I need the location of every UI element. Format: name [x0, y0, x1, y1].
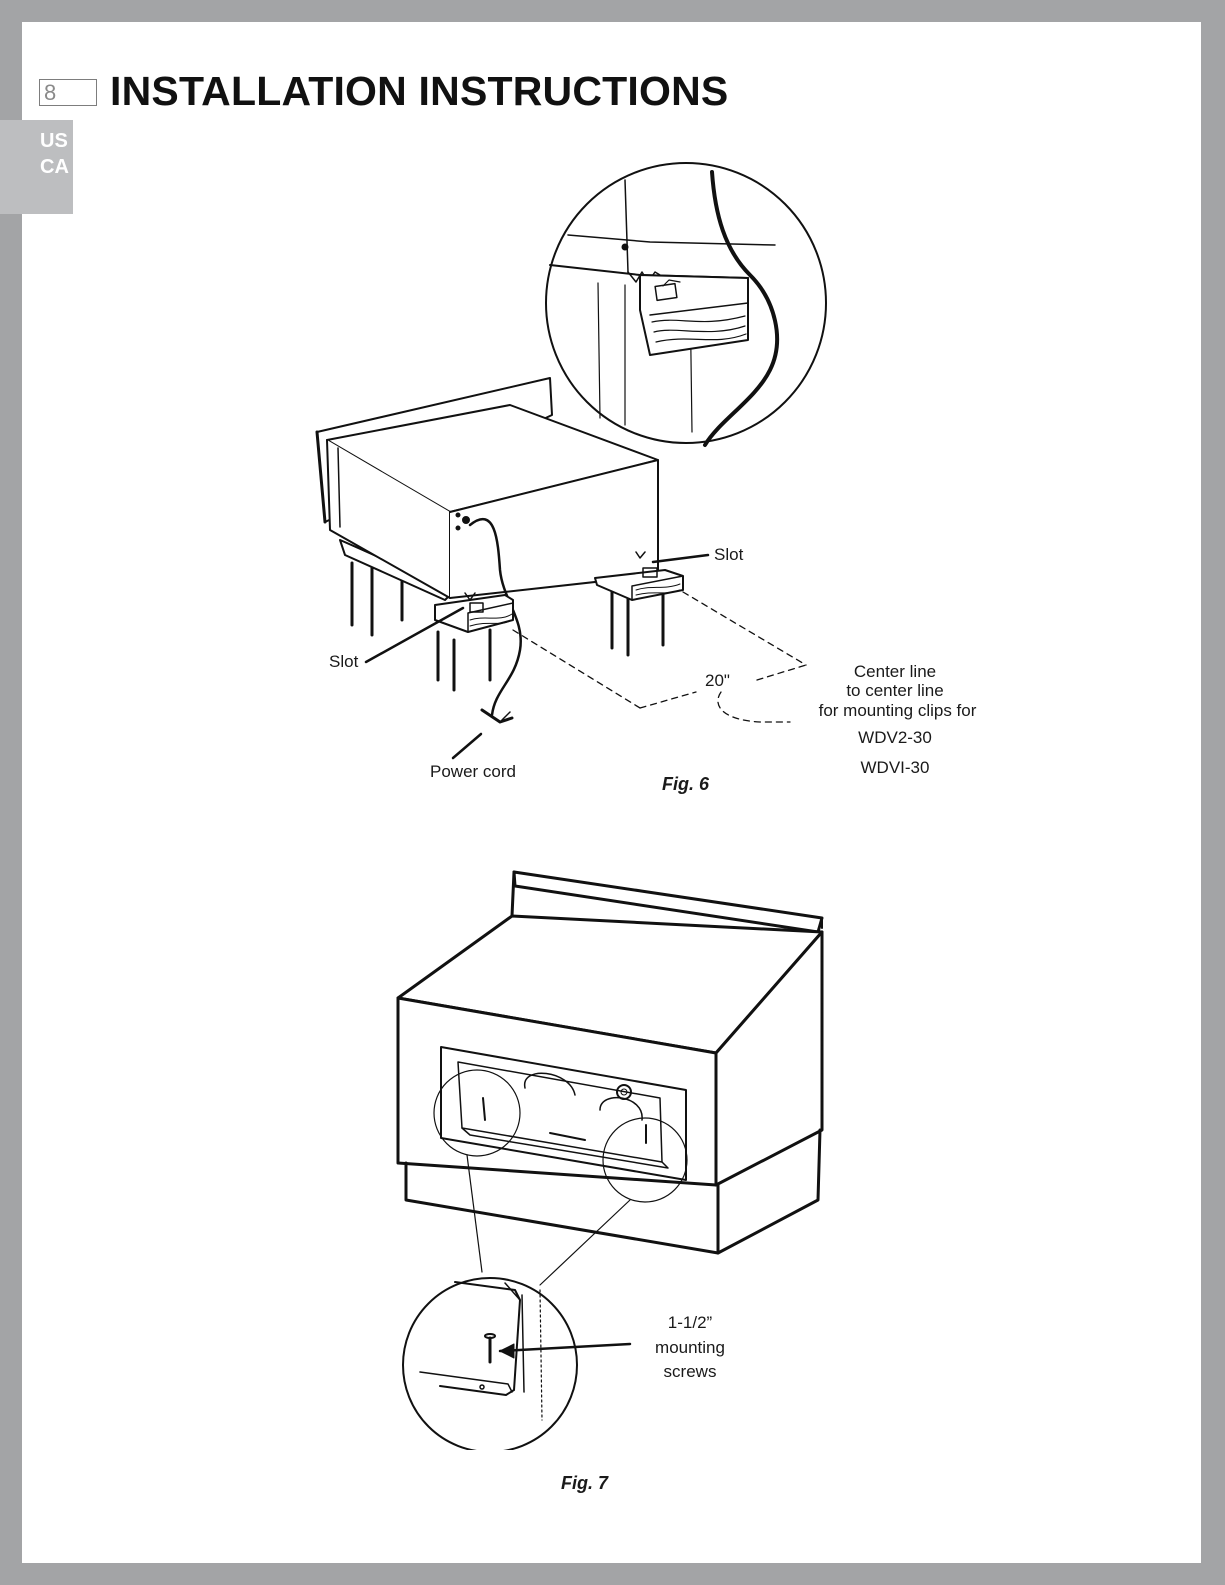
- fig6-caption: Fig. 6: [662, 774, 709, 795]
- fig6-note-line-2: to center line: [820, 681, 970, 701]
- fig7-screw-line-2: mounting: [640, 1338, 740, 1358]
- fig7-screw-line-1: 1-1/2”: [640, 1313, 740, 1333]
- fig6-note-line-3: for mounting clips for: [810, 701, 985, 721]
- fig6-model-1: WDV2-30: [845, 728, 945, 748]
- fig6-slot-label-left: Slot: [329, 652, 358, 672]
- page-title: INSTALLATION INSTRUCTIONS: [110, 68, 728, 115]
- page-number: 8: [39, 79, 97, 106]
- fig6-slot-label-right: Slot: [714, 545, 743, 565]
- fig6-model-2: WDVI-30: [845, 758, 945, 778]
- fig6-zoom-detail: [546, 163, 826, 445]
- fig6-power-cord-label: Power cord: [430, 762, 516, 782]
- fig7-caption: Fig. 7: [561, 1473, 608, 1494]
- region-label-ca: CA: [40, 156, 69, 179]
- fig7-illustration: [380, 860, 840, 1450]
- region-label-us: US: [40, 130, 68, 153]
- fig6-dimension-label: 20": [705, 671, 730, 691]
- fig6-note-line-1: Center line: [820, 662, 970, 682]
- fig7-screw-line-3: screws: [640, 1362, 740, 1382]
